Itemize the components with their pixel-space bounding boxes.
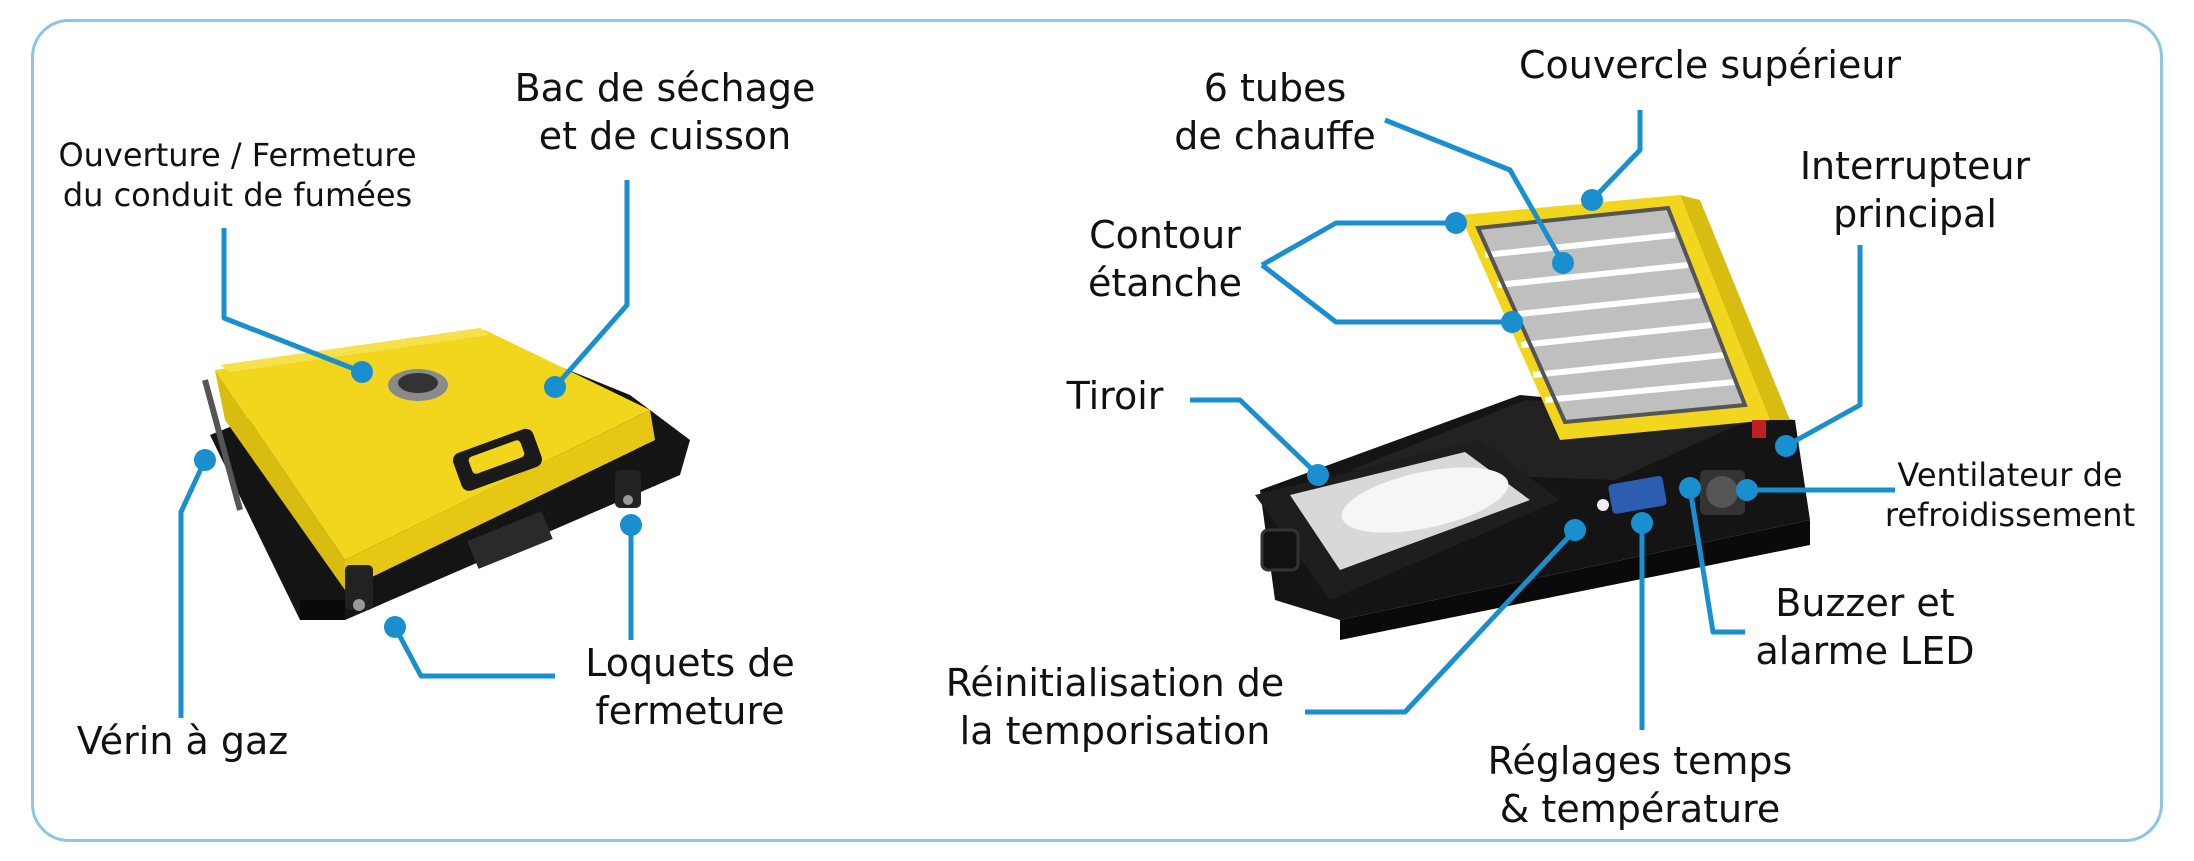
leader-ouverture — [221, 228, 363, 375]
leader-lines — [178, 110, 1895, 730]
label-buzzer-alarme: Buzzer et alarme LED — [1755, 581, 1975, 673]
label-tubes-chauffe: 6 tubes de chauffe — [1174, 66, 1376, 158]
rounded-frame — [31, 19, 2163, 842]
label-reglages: Réglages temps & température — [1487, 739, 1793, 831]
label-interrupteur-principal: Interrupteur principal — [1799, 144, 2031, 236]
leader-reinit — [1305, 528, 1577, 715]
label-bac-sechage: Bac de séchage et de cuisson — [514, 66, 816, 158]
leader-couvercle — [1590, 110, 1643, 202]
callout-dots — [194, 189, 1797, 638]
label-loquets-fermeture: Loquets de fermeture — [585, 641, 795, 733]
label-tiroir: Tiroir — [1066, 374, 1164, 418]
label-ventilateur: Ventilateur de refroidissement — [1884, 456, 2136, 534]
label-contour-etanche: Contour étanche — [1087, 213, 1242, 305]
leader-interrupteur — [1784, 245, 1863, 449]
leader-bac — [553, 180, 630, 389]
label-reinitialisation: Réinitialisation de la temporisation — [945, 661, 1285, 753]
leader-buzzer — [1687, 487, 1745, 635]
closed-oven-illustration — [202, 328, 690, 620]
leader-contour-b — [1260, 263, 1512, 325]
leader-tubes — [1384, 117, 1566, 265]
label-ouverture-fermeture: Ouverture / Fermeture du conduit de fumé… — [58, 136, 417, 214]
leader-verin — [178, 458, 208, 718]
open-oven-illustration — [1255, 195, 1810, 640]
label-verin-gaz: Vérin à gaz — [76, 719, 289, 763]
leader-contour-a — [1260, 220, 1456, 268]
leader-loquets — [392, 625, 555, 679]
leader-tiroir — [1190, 397, 1320, 477]
label-couvercle-superieur: Couvercle supérieur — [1518, 43, 1902, 87]
